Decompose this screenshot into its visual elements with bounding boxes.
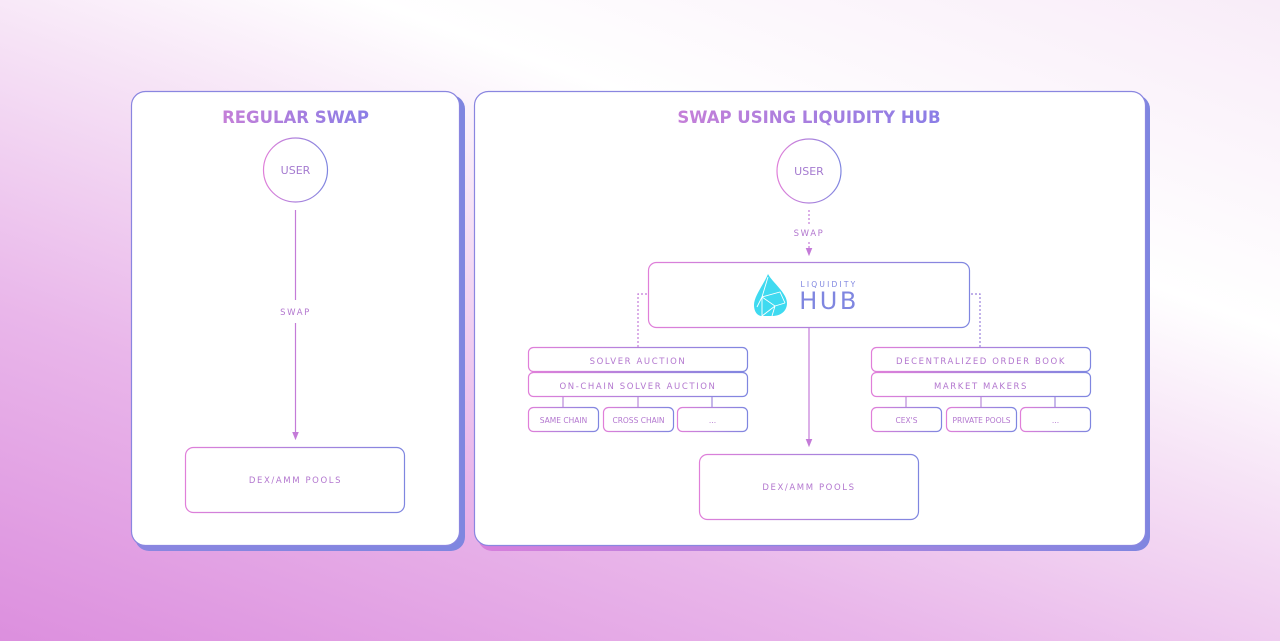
user-node <box>776 138 842 204</box>
dex-amm-pools-label: DEX/AMM POOLS <box>762 483 855 493</box>
cexs-node <box>870 406 943 433</box>
cross-chain-node <box>602 406 675 433</box>
private-pools-node <box>945 406 1018 433</box>
more-options-node <box>676 406 749 433</box>
cross-chain-label: CROSS CHAIN <box>612 416 664 425</box>
logo-text-top: LIQUIDITY <box>801 280 858 289</box>
solver-auction-node <box>527 346 749 373</box>
dex-amm-pools-node <box>184 446 406 514</box>
on-chain-solver-auction-label: ON-CHAIN SOLVER AUCTION <box>559 382 716 392</box>
decentralized-order-book-node <box>870 346 1092 373</box>
same-chain-label: SAME CHAIN <box>540 416 587 425</box>
same-chain-node <box>527 406 600 433</box>
liquidity-hub-title: SWAP USING LIQUIDITY HUB <box>677 108 940 127</box>
regular-swap-panel: REGULAR SWAP USER SWAP DEX/AMM POOLS <box>130 90 465 551</box>
logo-text-bottom: HUB <box>799 287 859 315</box>
water-drop-icon <box>754 274 787 317</box>
more-options-label: ... <box>709 416 716 425</box>
private-pools-label: PRIVATE POOLS <box>952 416 1010 425</box>
cexs-label: CEX'S <box>896 416 918 425</box>
liquidity-hub-node <box>647 261 971 329</box>
liquidity-hub-panel: SWAP USING LIQUIDITY HUB USER SWAP LIQUI… <box>473 90 1150 551</box>
order-book-stack: DECENTRALIZED ORDER BOOK MARKET MAKERS C… <box>870 346 1092 433</box>
user-label: USER <box>794 165 824 178</box>
connector-left-dotted <box>637 293 647 347</box>
swap-arrow-label: SWAP <box>280 308 311 318</box>
dex-amm-pools-label: DEX/AMM POOLS <box>249 476 342 486</box>
solver-auction-label: SOLVER AUCTION <box>590 357 687 367</box>
more-options-label: ... <box>1052 416 1059 425</box>
on-chain-solver-auction-node <box>527 371 749 398</box>
user-label: USER <box>281 164 311 177</box>
panel-card <box>130 90 461 547</box>
market-makers-node <box>870 371 1092 398</box>
more-options-node <box>1019 406 1092 433</box>
regular-swap-title: REGULAR SWAP <box>222 108 369 127</box>
user-node <box>262 137 329 203</box>
dex-amm-pools-node <box>698 453 920 521</box>
market-makers-label: MARKET MAKERS <box>934 382 1028 392</box>
solver-auction-stack: SOLVER AUCTION ON-CHAIN SOLVER AUCTION S… <box>527 346 749 433</box>
swap-arrow-label: SWAP <box>794 229 825 239</box>
connector-right-dotted <box>971 293 981 347</box>
decentralized-order-book-label: DECENTRALIZED ORDER BOOK <box>896 357 1066 367</box>
